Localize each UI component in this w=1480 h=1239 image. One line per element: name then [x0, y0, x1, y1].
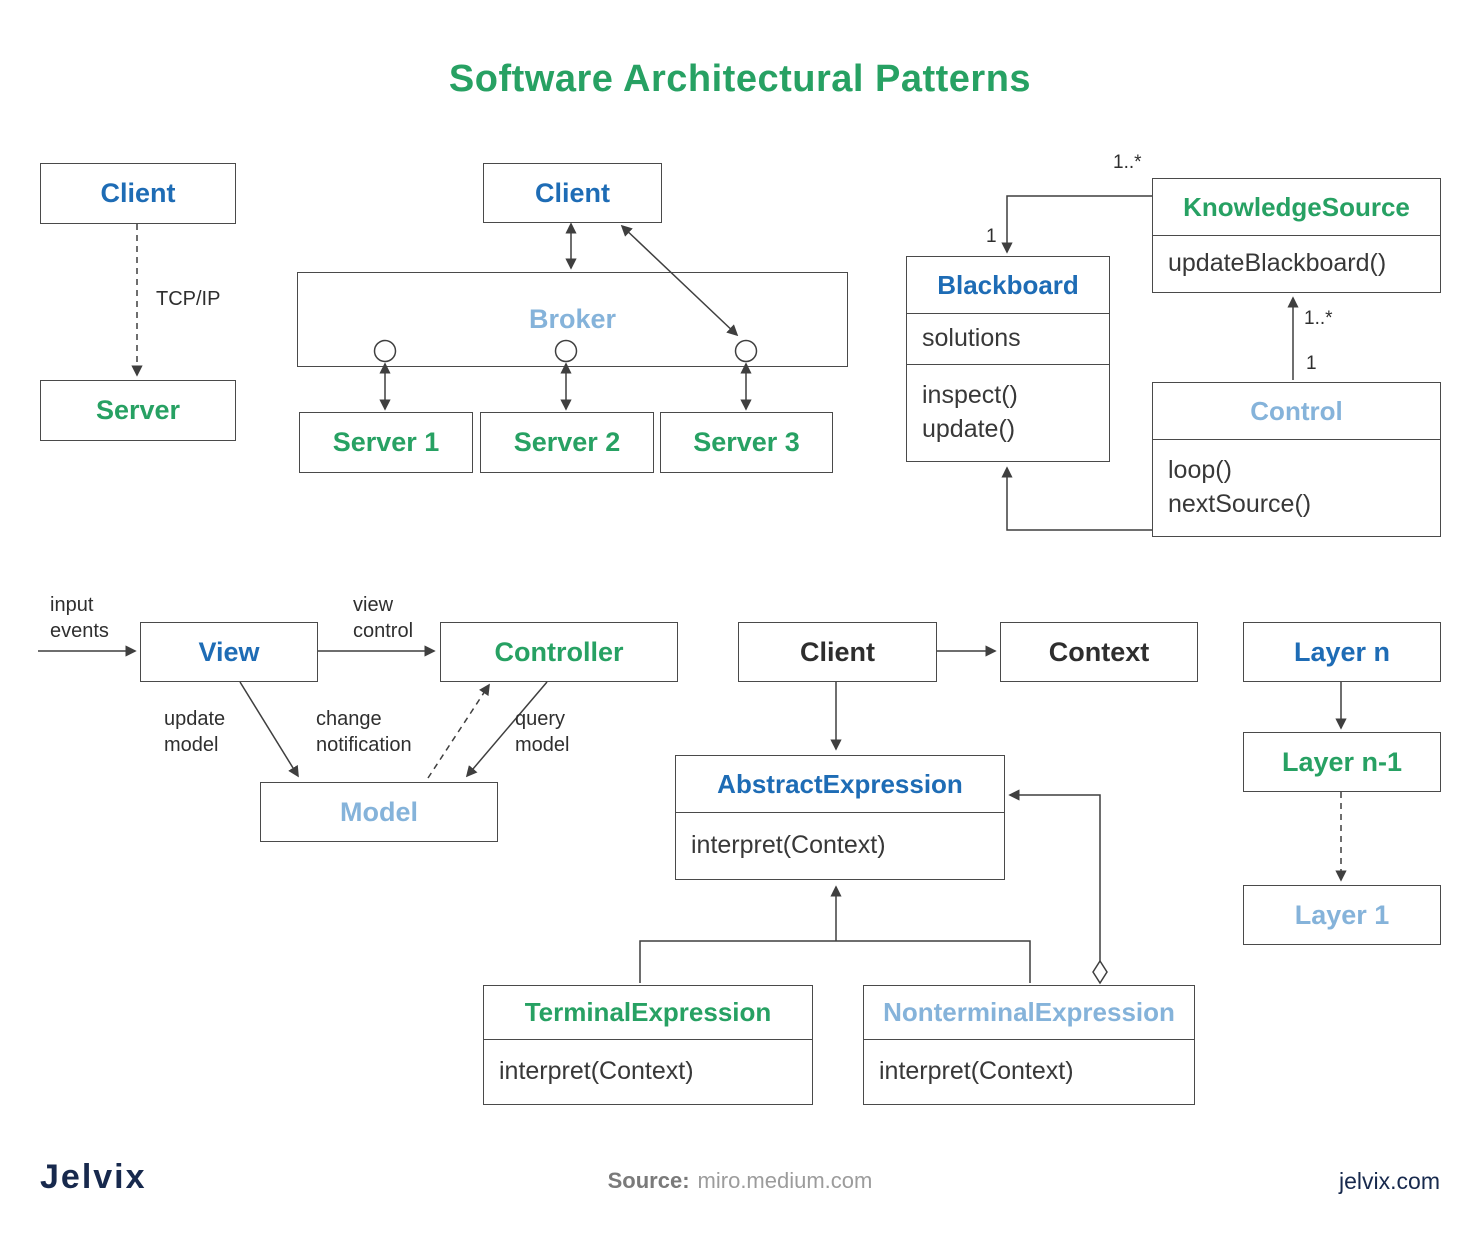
- update-model-arrow: [239, 681, 299, 778]
- interpreter-context-box: Context: [1000, 622, 1198, 682]
- control-ops: loop() nextSource(): [1153, 439, 1440, 536]
- knowledge-source-class-name: KnowledgeSource: [1183, 191, 1410, 222]
- control-class-name: Control: [1250, 395, 1343, 426]
- blackboard-attrs: solutions: [907, 313, 1109, 364]
- aggregation-connector: [1008, 789, 1101, 962]
- control-class: Control loop() nextSource(): [1152, 382, 1441, 537]
- jelvix-logo: Jelvix: [40, 1158, 147, 1196]
- source-label: Source:: [607, 1168, 690, 1193]
- blackboard-class-name: Blackboard: [937, 269, 1079, 300]
- page-title: Software Architectural Patterns: [448, 58, 1032, 100]
- view-control-label: view control: [353, 594, 414, 642]
- query-model-label: query model: [515, 708, 570, 756]
- terminal-expression-ops: interpret(Context): [484, 1039, 812, 1104]
- source-value: miro.medium.com: [697, 1168, 873, 1193]
- update-model-label: update model: [164, 708, 226, 756]
- broker-server1-box: Server 1: [299, 412, 473, 473]
- abstract-expression-class: AbstractExpression interpret(Context): [675, 755, 1005, 880]
- aggregation-diamond: [1092, 959, 1108, 985]
- terminal-expression-name: TerminalExpression: [524, 997, 772, 1027]
- broker-server3-box: Server 3: [660, 412, 833, 473]
- multiplicity-blackboard: 1: [986, 226, 997, 247]
- mvc-controller-box: Controller: [440, 622, 678, 682]
- multiplicity-knowledge-right: 1..*: [1304, 308, 1333, 329]
- knowledge-source-ops: updateBlackboard(): [1153, 235, 1440, 292]
- nonterminal-expression-class: NonterminalExpression interpret(Context): [863, 985, 1195, 1105]
- jelvix-site-link[interactable]: jelvix.com: [1339, 1168, 1440, 1194]
- input-events-label: input events: [50, 594, 109, 642]
- control-blackboard-arrow: [1001, 466, 1152, 531]
- multiplicity-knowledge-top: 1..*: [1113, 152, 1142, 173]
- tcpip-label: TCP/IP: [156, 288, 221, 310]
- broker-box: Broker: [297, 272, 848, 367]
- knowledge-source-class: KnowledgeSource updateBlackboard(): [1152, 178, 1441, 293]
- layer-n-box: Layer n: [1243, 622, 1441, 682]
- source-credit: Source: miro.medium.com: [0, 1168, 1480, 1194]
- change-notification-arrow: [427, 683, 490, 779]
- change-notification-label: change notification: [316, 708, 412, 756]
- mvc-model-box: Model: [260, 782, 498, 842]
- terminal-expression-class: TerminalExpression interpret(Context): [483, 985, 813, 1105]
- knowledgesource-blackboard-arrow: [1001, 195, 1152, 254]
- multiplicity-control: 1: [1306, 353, 1317, 374]
- nonterminal-expression-name: NonterminalExpression: [883, 997, 1175, 1027]
- inheritance-connector: [639, 940, 1031, 983]
- blackboard-class: Blackboard solutions inspect() update(): [906, 256, 1110, 462]
- broker-server2-box: Server 2: [480, 412, 654, 473]
- interpreter-client-box: Client: [738, 622, 937, 682]
- layer-n-1-box: Layer n-1: [1243, 732, 1441, 792]
- nonterminal-expression-ops: interpret(Context): [864, 1039, 1194, 1104]
- mvc-view-box: View: [140, 622, 318, 682]
- blackboard-ops: inspect() update(): [907, 364, 1109, 461]
- broker-client-box: Client: [483, 163, 662, 223]
- abstract-expression-name: AbstractExpression: [717, 768, 963, 799]
- abstract-expression-ops: interpret(Context): [676, 812, 1004, 879]
- client-server-client-box: Client: [40, 163, 236, 224]
- layer-1-box: Layer 1: [1243, 885, 1441, 945]
- client-server-server-box: Server: [40, 380, 236, 441]
